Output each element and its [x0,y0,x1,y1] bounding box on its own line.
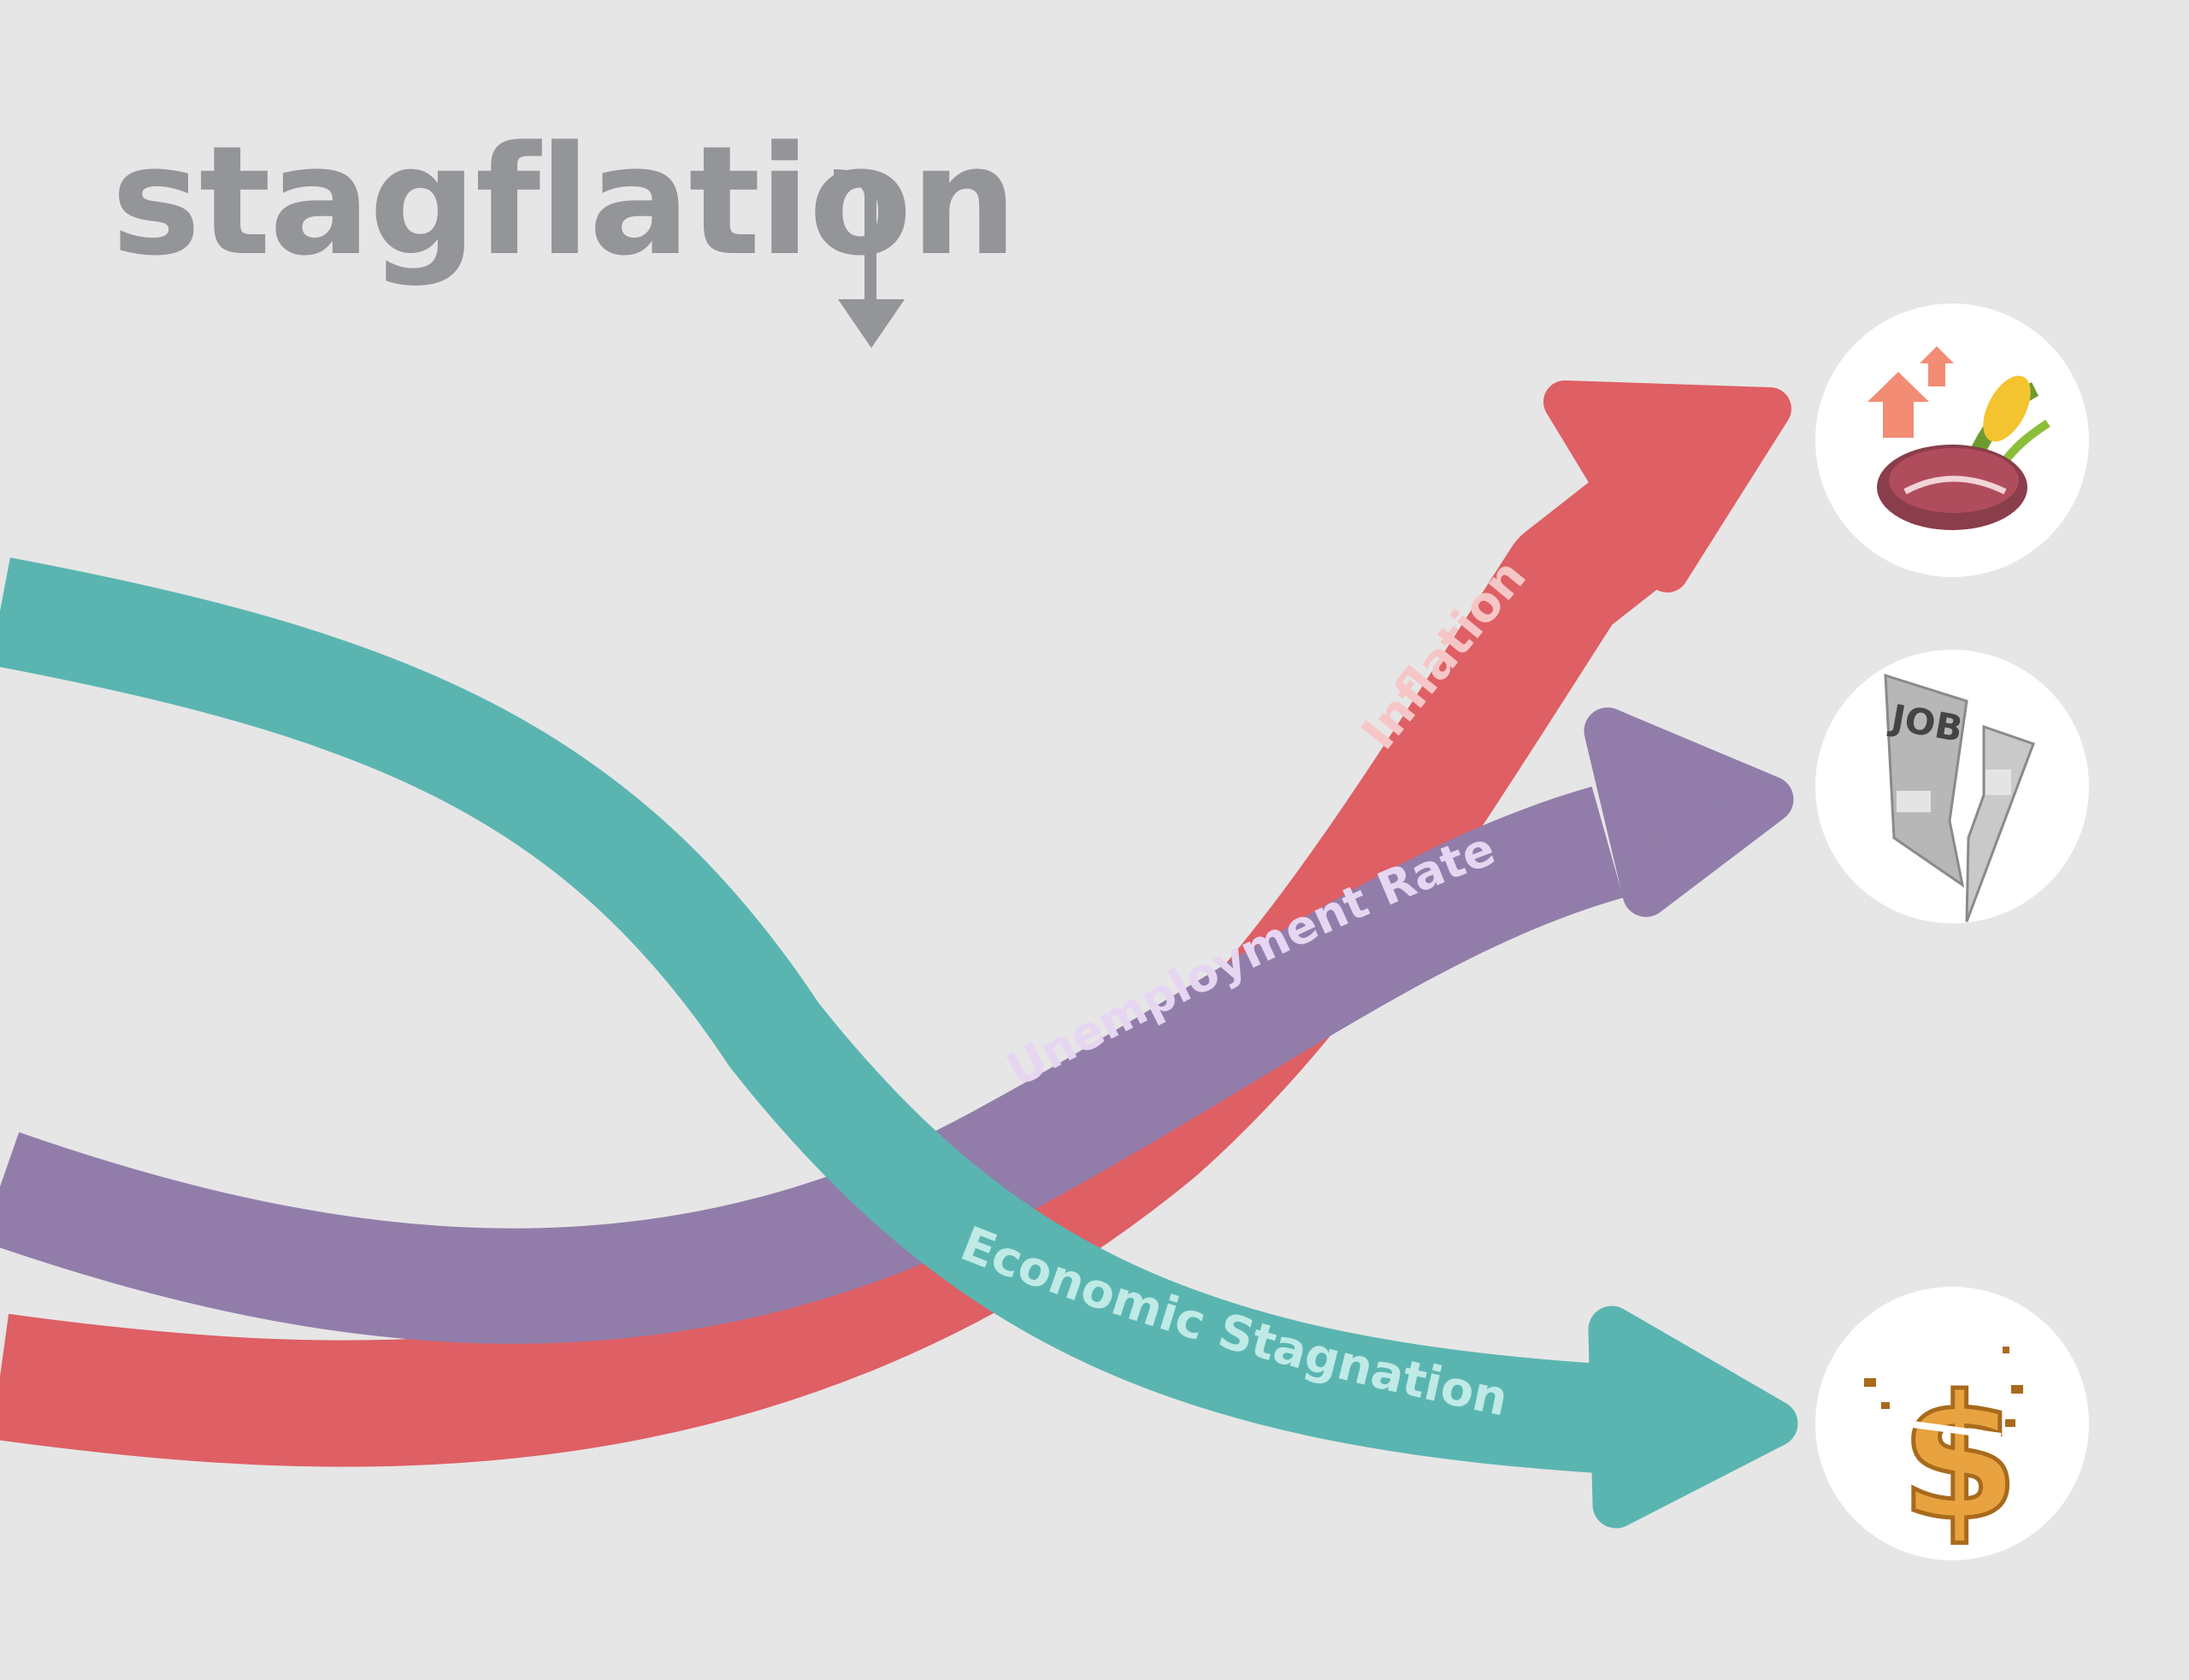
broken-dollar-icon: $ [1815,1287,2089,1561]
svg-text:$: $ [1900,1359,2019,1559]
title-down-arrow-icon [833,169,905,348]
torn-job-newspaper-icon: JOB [1815,650,2089,923]
stagnation-arrow [0,557,1798,1529]
rising-food-prices-icon [1815,304,2089,577]
inflation-arrow [0,380,1791,1467]
